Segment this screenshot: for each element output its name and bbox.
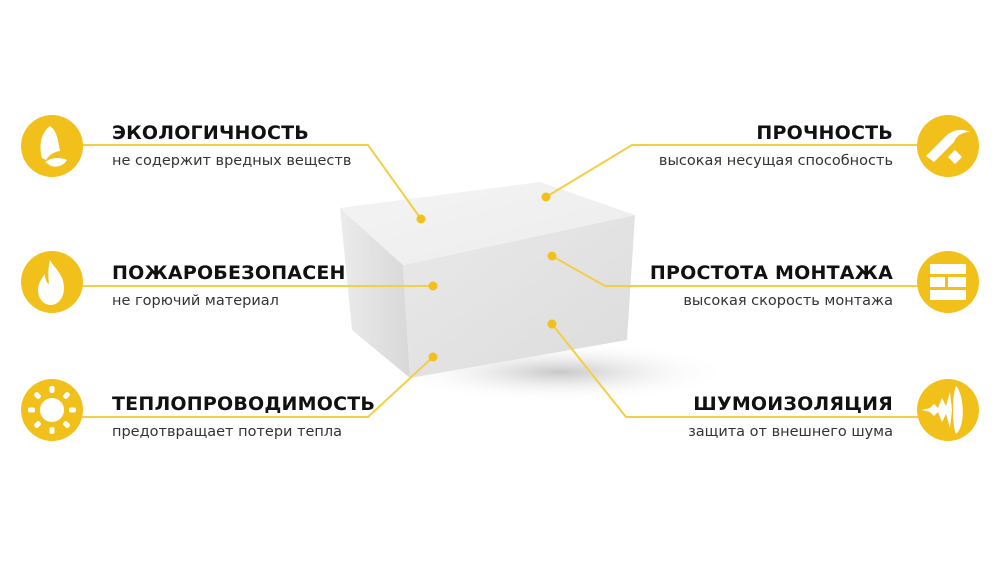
connector-noise bbox=[551, 323, 918, 418]
hammer-icon bbox=[917, 115, 979, 177]
connector-install bbox=[551, 255, 918, 287]
feature-subtitle: не содержит вредных веществ bbox=[112, 153, 352, 169]
feature-soundproofing: ШУМОИЗОЛЯЦИЯ защита от внешнего шума bbox=[688, 393, 893, 441]
connector-strength bbox=[545, 144, 918, 198]
block-left-face bbox=[340, 208, 410, 378]
feature-fire-safety: ПОЖАРОБЕЗОПАСЕН не горючий материал bbox=[112, 262, 346, 310]
dot-fire bbox=[428, 281, 438, 291]
sound-wave-icon bbox=[917, 379, 979, 441]
block-top-face bbox=[340, 182, 635, 265]
feature-subtitle: предотвращает потери тепла bbox=[112, 424, 343, 440]
dot-thermal bbox=[428, 352, 438, 362]
dot-noise bbox=[547, 319, 557, 329]
feature-title: ПОЖАРОБЕЗОПАСЕН bbox=[112, 262, 346, 284]
block-front-face bbox=[403, 215, 635, 378]
feature-easy-install: ПРОСТОТА МОНТАЖА высокая скорость монтаж… bbox=[650, 262, 893, 310]
connector-lines bbox=[82, 144, 918, 418]
feature-title: ПРОЧНОСТЬ bbox=[756, 122, 893, 144]
feature-title: ПРОСТОТА МОНТАЖА bbox=[649, 262, 893, 284]
feature-title: ТЕПЛОПРОВОДИМОСТЬ bbox=[112, 393, 376, 415]
connector-dots bbox=[416, 192, 557, 362]
sun-icon bbox=[21, 379, 83, 441]
feature-subtitle: защита от внешнего шума bbox=[688, 424, 893, 440]
dot-ecology bbox=[416, 214, 426, 224]
bricks-icon bbox=[917, 251, 979, 313]
flame-icon bbox=[21, 251, 83, 313]
dot-install bbox=[547, 251, 557, 261]
feature-subtitle: высокая несущая способность bbox=[658, 153, 893, 169]
feature-ecology: ЭКОЛОГИЧНОСТЬ не содержит вредных вещест… bbox=[112, 122, 351, 170]
feature-thermal: ТЕПЛОПРОВОДИМОСТЬ предотвращает потери т… bbox=[112, 393, 375, 441]
dot-strength bbox=[541, 192, 551, 202]
feature-title: ШУМОИЗОЛЯЦИЯ bbox=[693, 393, 893, 415]
feature-title: ЭКОЛОГИЧНОСТЬ bbox=[112, 122, 309, 144]
feature-subtitle: не горючий материал bbox=[112, 293, 279, 309]
connector-thermal bbox=[82, 356, 434, 418]
leaf-icon bbox=[21, 115, 83, 177]
connector-ecology bbox=[82, 144, 422, 220]
feature-subtitle: высокая скорость монтажа bbox=[683, 293, 893, 309]
feature-strength: ПРОЧНОСТЬ высокая несущая способность bbox=[659, 122, 893, 170]
